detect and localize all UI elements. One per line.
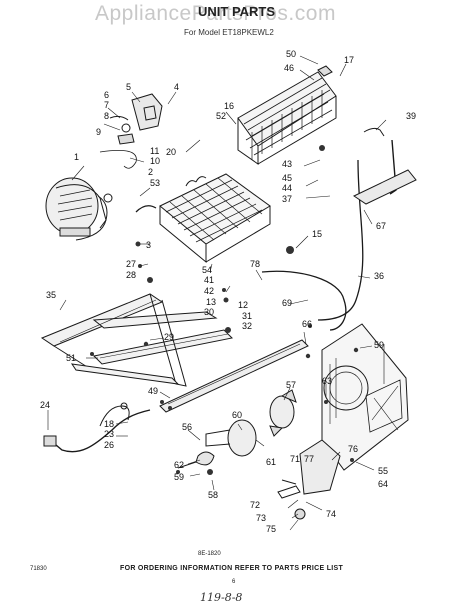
power-cord-illustration — [43, 402, 151, 453]
callout-67: 67 — [376, 221, 387, 231]
model-line: For Model ET18PKEWL2 — [184, 28, 274, 37]
corner-code: 71830 — [30, 566, 47, 572]
diagram-title: UNIT PARTS — [198, 4, 276, 19]
callout-73: 73 — [256, 513, 267, 523]
callout-49: 49 — [148, 386, 159, 396]
callout-30: 30 — [204, 307, 215, 317]
callout-31: 31 — [242, 311, 253, 321]
callout-58: 58 — [208, 490, 219, 500]
callout-24: 24 — [40, 400, 51, 410]
callout-11: 11 — [150, 146, 160, 156]
callout-5: 5 — [126, 82, 132, 92]
callout-18: 18 — [104, 419, 115, 429]
figure-code: 8E-1820 — [198, 551, 221, 557]
callout-20: 20 — [166, 147, 177, 157]
callout-16: 16 — [224, 101, 235, 111]
callout-50: 50 — [286, 49, 297, 59]
callout-37: 37 — [282, 194, 293, 204]
callout-60: 60 — [232, 410, 243, 420]
ordering-note: FOR ORDERING INFORMATION REFER TO PARTS … — [120, 565, 344, 572]
callout-27: 27 — [126, 259, 137, 269]
compressor-illustration — [45, 177, 113, 241]
callout-42: 42 — [204, 286, 215, 296]
callout-46: 46 — [284, 63, 295, 73]
relay-assembly-illustration — [99, 93, 163, 169]
callout-9: 9 — [96, 127, 102, 137]
callout-69: 69 — [282, 298, 293, 308]
handwritten-note: 119-8-8 — [200, 591, 243, 604]
condenser-illustration — [237, 65, 337, 165]
callout-32: 32 — [242, 321, 253, 331]
fan-motor-illustration — [177, 389, 297, 469]
callout-62: 62 — [174, 460, 185, 470]
callout-71: 71 — [290, 454, 301, 464]
callout-44: 44 — [282, 183, 293, 193]
callout-7: 7 — [104, 100, 110, 110]
callout-6: 6 — [104, 90, 110, 100]
callout-51: 51 — [66, 353, 77, 363]
callout-75: 75 — [266, 524, 277, 534]
drain-pan-illustration — [277, 439, 341, 520]
callout-26: 26 — [104, 440, 115, 450]
callout-28: 28 — [126, 270, 137, 280]
callout-39: 39 — [406, 111, 417, 121]
callout-77: 77 — [304, 454, 315, 464]
callout-4: 4 — [174, 82, 180, 92]
callout-59-lower: 59 — [174, 472, 185, 482]
callout-66: 66 — [302, 319, 313, 329]
refrigerant-tubing — [135, 159, 417, 331]
callout-13: 13 — [206, 297, 217, 307]
callout-52: 52 — [216, 111, 227, 121]
callout-12: 12 — [238, 300, 249, 310]
callout-56: 56 — [182, 422, 193, 432]
page-number: 6 — [232, 579, 236, 585]
callout-3: 3 — [146, 240, 152, 250]
callout-54: 54 — [202, 265, 213, 275]
callout-29: 29 — [164, 332, 175, 342]
callout-63: 63 — [322, 376, 333, 386]
callout-78: 78 — [250, 259, 261, 269]
callout-36: 36 — [374, 271, 385, 281]
callout-74: 74 — [326, 509, 337, 519]
callout-57: 57 — [286, 380, 297, 390]
callout-35: 35 — [46, 290, 57, 300]
callout-59-upper: 59 — [374, 340, 385, 350]
callout-55: 55 — [378, 466, 389, 476]
base-frame-illustration — [40, 293, 309, 413]
callout-43: 43 — [282, 159, 293, 169]
evaporator-illustration — [159, 173, 271, 264]
callout-2: 2 — [148, 167, 154, 177]
callout-15: 15 — [312, 229, 323, 239]
callout-23: 23 — [104, 429, 115, 439]
callout-41: 41 — [204, 275, 215, 285]
leader-lines — [47, 55, 387, 531]
callout-1: 1 — [74, 152, 80, 162]
callout-45: 45 — [282, 173, 293, 183]
fan-shroud-illustration — [321, 323, 409, 471]
watermark: AppliancePartsPros.com — [95, 2, 336, 25]
callout-76: 76 — [348, 444, 359, 454]
callout-53: 53 — [150, 178, 161, 188]
callout-64: 64 — [378, 479, 389, 489]
callout-10: 10 — [150, 156, 161, 166]
callout-17: 17 — [344, 55, 355, 65]
callout-8: 8 — [104, 111, 110, 121]
callout-72: 72 — [250, 500, 261, 510]
callout-61: 61 — [266, 457, 277, 467]
